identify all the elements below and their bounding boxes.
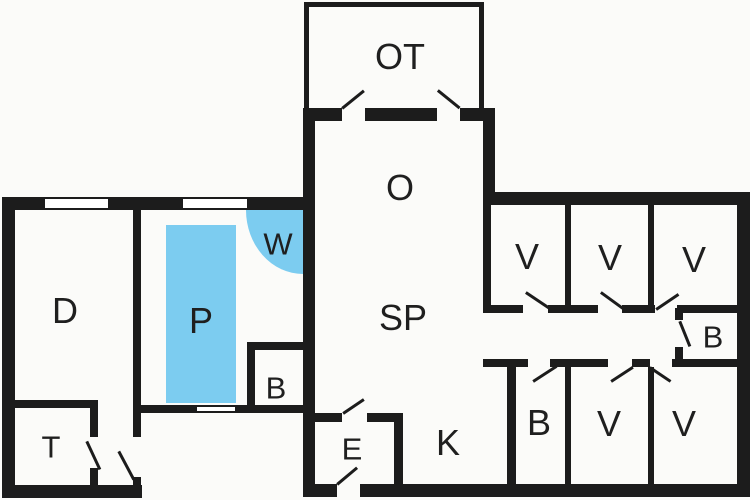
wall-v1-left xyxy=(483,205,491,305)
room-label-t: T xyxy=(41,429,61,465)
window-p-room xyxy=(183,197,247,210)
room-label-p: P xyxy=(188,300,214,341)
room-label-e: E xyxy=(341,431,363,467)
wall-b-hall-left-1 xyxy=(675,308,683,320)
wall-t-right-1 xyxy=(90,400,98,437)
wall-corridor-bottom-2 xyxy=(550,359,608,367)
window-d-room xyxy=(45,197,108,210)
wall-corridor-top-1 xyxy=(483,305,523,313)
wall-top-central-3 xyxy=(460,108,484,121)
wall-d-p-divider xyxy=(133,205,141,413)
wall-outer-bottom-left xyxy=(2,485,142,498)
door-swing-t xyxy=(85,440,102,470)
wall-corridor-top-3 xyxy=(622,305,655,313)
wall-b-pool-left xyxy=(247,342,255,413)
room-label-o: O xyxy=(385,167,415,208)
wall-central-left xyxy=(303,108,315,493)
door-swing-b-south xyxy=(532,364,558,383)
door-swing-v4 xyxy=(610,366,634,383)
wall-corridor-bottom-1 xyxy=(483,359,528,367)
wall-central-right xyxy=(483,108,495,197)
swimming-pool xyxy=(166,225,236,403)
wall-v1-v2-divider xyxy=(565,205,571,305)
wall-ot-left xyxy=(304,2,309,108)
room-label-v3: V xyxy=(681,239,707,280)
wall-b-hall-left-2 xyxy=(675,347,683,367)
room-label-d: D xyxy=(52,290,78,331)
room-label-ot: OT xyxy=(375,36,425,77)
wall-p-bottom-1 xyxy=(133,405,197,413)
window-p-bottom xyxy=(197,405,235,413)
wall-top-central-2 xyxy=(365,108,437,121)
wall-e-right xyxy=(394,413,403,484)
door-swing-e-top xyxy=(342,398,365,415)
wall-ot-top xyxy=(304,2,484,7)
wall-vestibule-right-2 xyxy=(133,477,141,490)
wall-left-top-3 xyxy=(247,197,307,210)
wall-corridor-bottom-3 xyxy=(632,359,650,367)
door-swing-entrance xyxy=(117,450,136,481)
wall-outer-left xyxy=(2,197,15,498)
room-label-b-south: B xyxy=(526,402,552,443)
door-swing-ot-right xyxy=(437,89,461,109)
room-label-b-pool: B xyxy=(265,370,287,406)
wall-t-top xyxy=(2,400,98,408)
door-swing-e-exterior xyxy=(336,466,358,486)
wall-wing-top xyxy=(483,192,750,205)
room-label-sp: SP xyxy=(378,297,428,338)
wall-outer-right xyxy=(737,192,750,497)
wall-v4-v5-divider xyxy=(648,367,654,484)
door-swing-b-hall xyxy=(678,320,692,347)
wall-p-bottom-2 xyxy=(235,405,305,413)
wall-t-right-2 xyxy=(90,468,98,490)
room-label-v1: V xyxy=(514,236,540,277)
room-label-v4: V xyxy=(596,403,622,444)
room-label-w: W xyxy=(263,226,293,262)
wall-left-top-2 xyxy=(108,197,183,210)
wall-e-top-2 xyxy=(367,413,402,422)
wall-b-south-left xyxy=(507,359,516,484)
door-swing-v2 xyxy=(600,291,624,310)
room-label-k: K xyxy=(435,422,461,463)
room-label-v5: V xyxy=(671,403,697,444)
wall-ot-right xyxy=(479,2,484,108)
wall-e-top-1 xyxy=(315,413,342,422)
room-label-v2: V xyxy=(597,237,623,278)
wall-b-pool-top xyxy=(247,342,305,350)
wall-corridor-top-4 xyxy=(677,305,750,313)
wall-outer-bottom-1 xyxy=(303,484,337,497)
wall-vestibule-right-1 xyxy=(133,413,141,437)
wall-b-v4-divider xyxy=(565,367,571,484)
wall-v2-v3-divider xyxy=(648,205,654,305)
wall-outer-bottom-2 xyxy=(360,484,750,497)
room-label-b-hall: B xyxy=(702,319,724,355)
door-swing-v1 xyxy=(525,291,551,310)
wall-corridor-bottom-4 xyxy=(672,359,750,367)
door-swing-ot-left xyxy=(341,89,365,110)
wall-corridor-top-2 xyxy=(548,305,598,313)
